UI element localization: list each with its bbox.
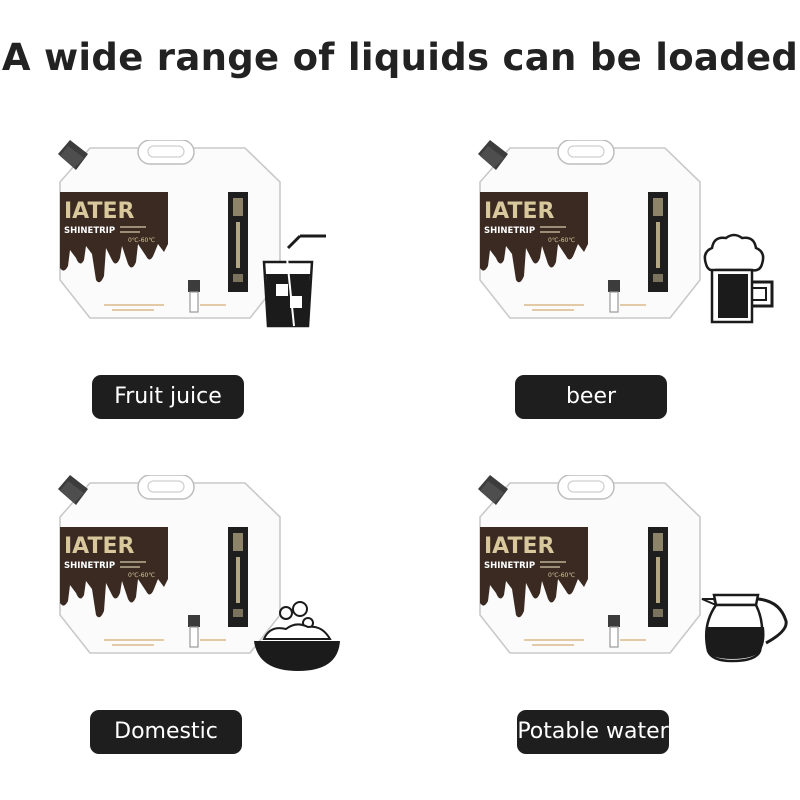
juice-glass-icon: [262, 234, 326, 328]
panel-domestic-water: [50, 475, 410, 675]
panel-beer: [470, 140, 800, 340]
bowl-icon: [254, 601, 340, 671]
caption-beer: beer: [515, 375, 667, 419]
beer-mug-icon: [703, 233, 774, 324]
panel-potable-water: [470, 475, 800, 675]
water-jug-image: [57, 140, 326, 328]
water-jug-image: [477, 475, 788, 663]
page-title: A wide range of liquids can be loaded: [1, 36, 799, 79]
water-jug-image: [57, 475, 340, 671]
caption-potable-water: Potable water: [517, 710, 669, 754]
caption-fruit-juice: Fruit juice: [92, 375, 244, 419]
coffee-pot-icon: [701, 593, 788, 663]
panel-fruit-juice: [50, 140, 410, 340]
caption-domestic-water: Domestic water: [90, 710, 242, 788]
water-jug-image: [477, 140, 774, 324]
